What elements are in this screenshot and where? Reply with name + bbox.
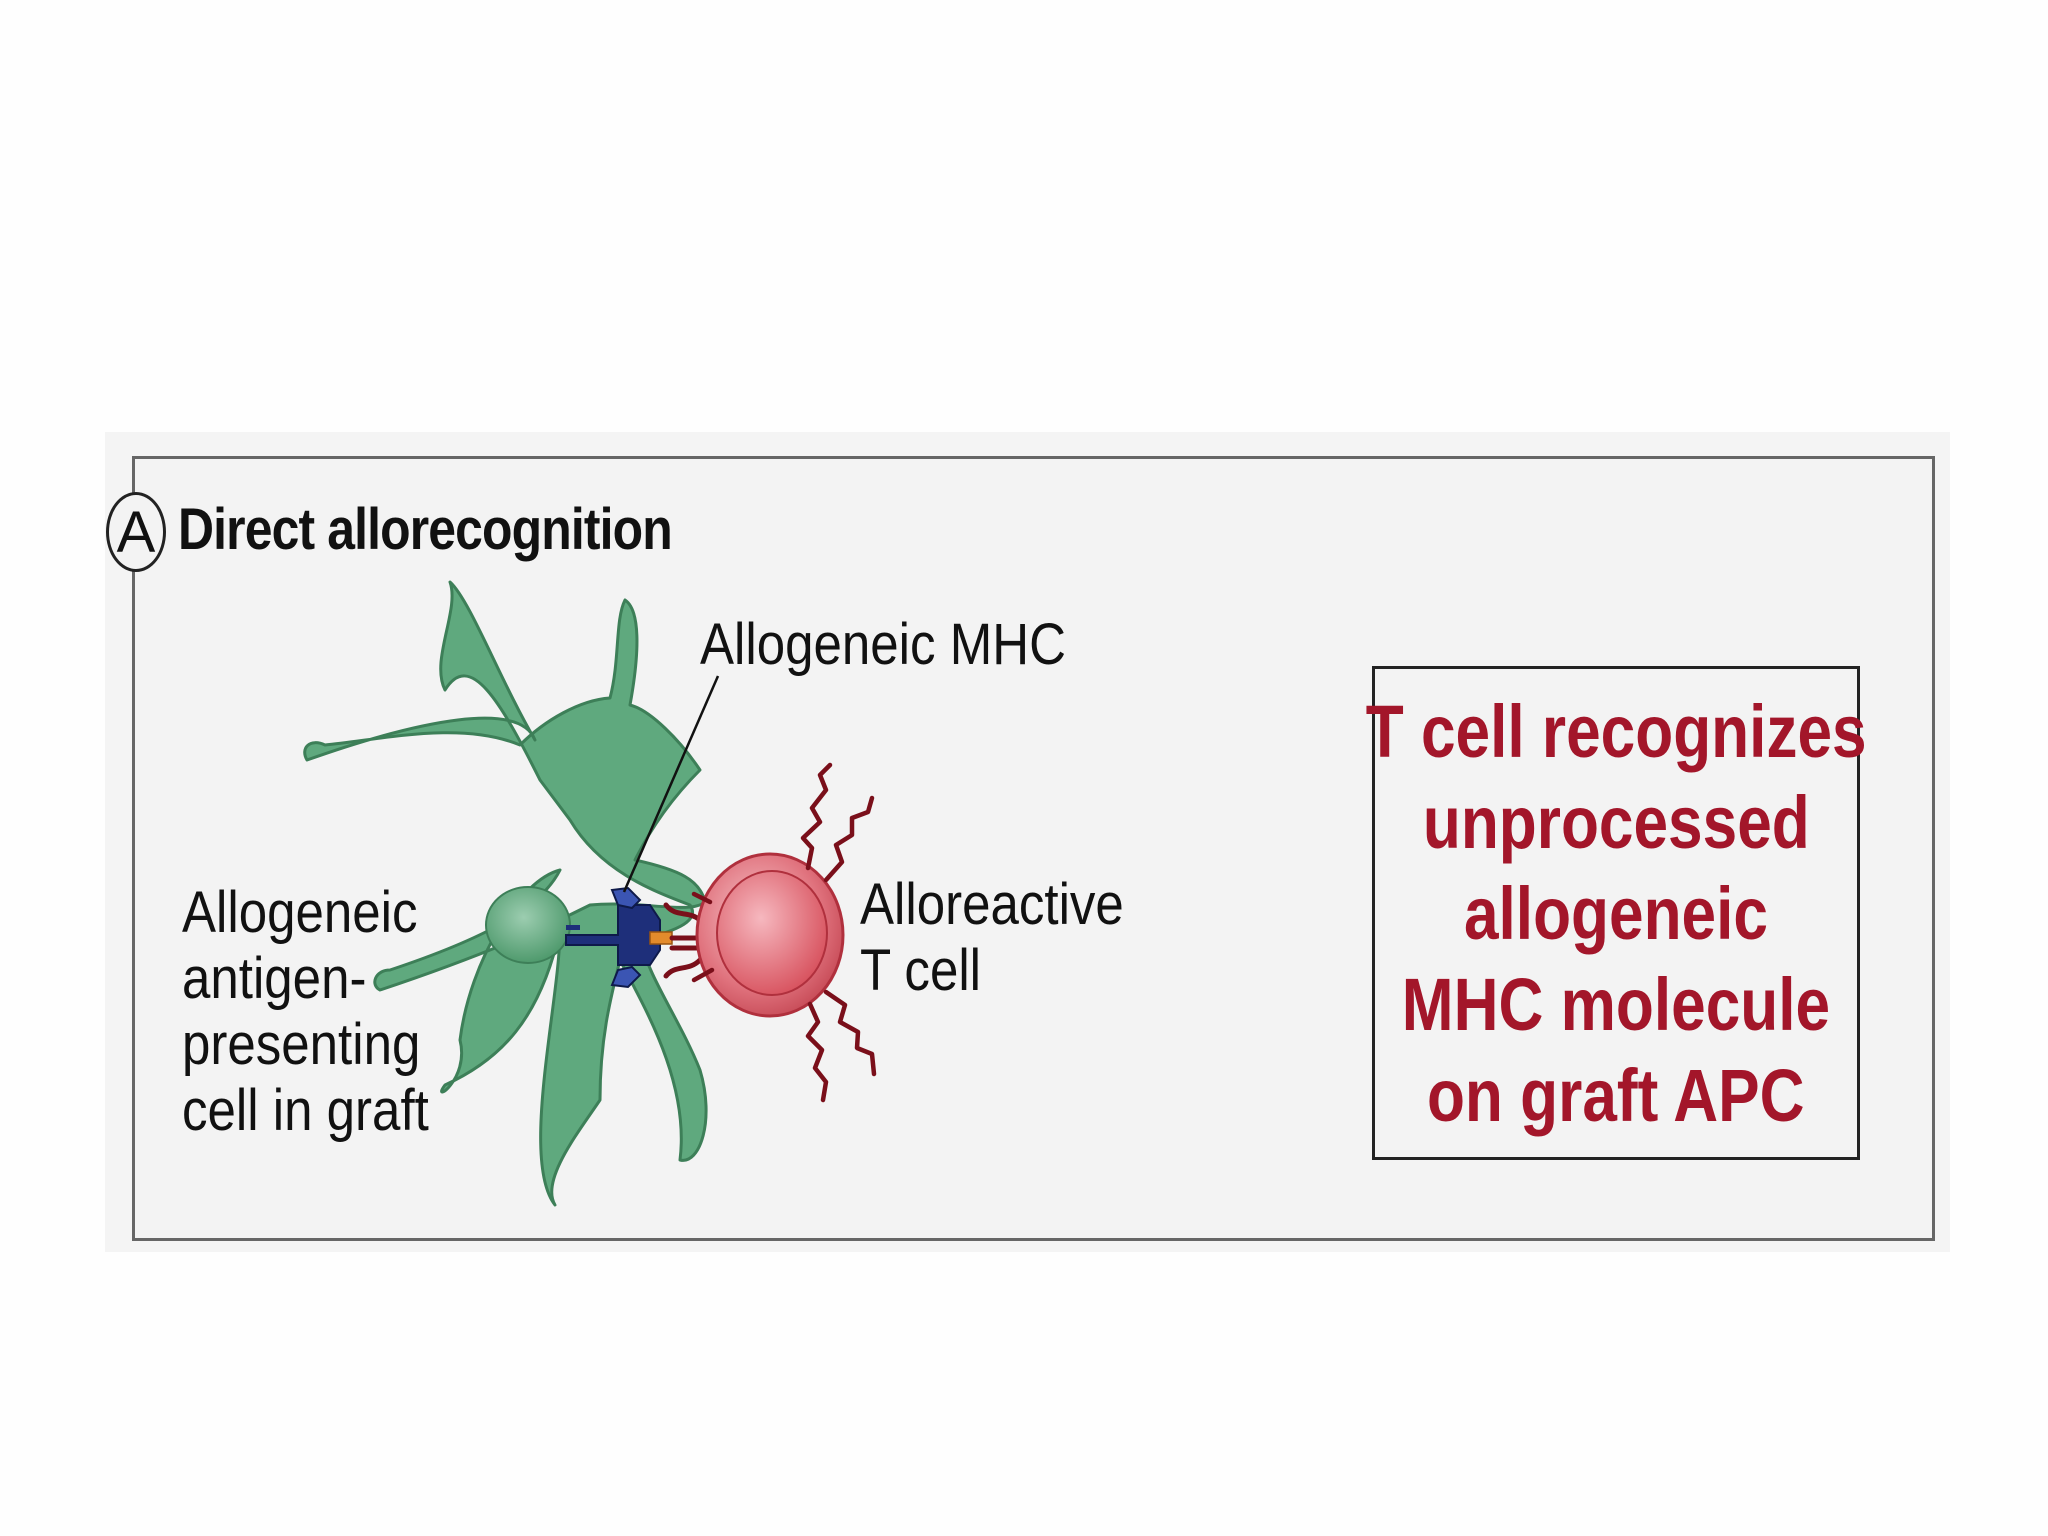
apc-label: Allogeneic antigen- presenting cell in g…	[182, 880, 429, 1144]
callout-line: unprocessed	[1422, 780, 1810, 864]
t-cell-label: Alloreactive T cell	[860, 872, 1124, 1004]
t-cell-label-line: T cell	[860, 938, 982, 1003]
panel-title: Direct allorecognition	[178, 497, 673, 562]
apc-label-line: antigen-	[182, 946, 367, 1011]
callout-box: T cell recognizes unprocessed allogeneic…	[1366, 666, 1866, 1160]
panel-label-badge: A	[106, 492, 166, 572]
mhc-leader-line	[622, 675, 720, 893]
dendritic-cell-icon	[303, 580, 708, 1207]
t-cell-icon	[691, 762, 877, 1103]
allogeneic-mhc-label: Allogeneic MHC	[700, 612, 1066, 677]
apc-label-line: cell in graft	[182, 1078, 429, 1143]
callout-line: T cell recognizes	[1365, 689, 1867, 773]
callout-line: on graft APC	[1427, 1053, 1805, 1137]
peptide-icon	[649, 931, 673, 945]
callout-line: MHC molecule	[1401, 962, 1831, 1046]
apc-label-line: presenting	[182, 1012, 421, 1077]
t-cell-label-line: Alloreactive	[860, 872, 1124, 937]
callout-line: allogeneic	[1463, 871, 1769, 955]
apc-label-line: Allogeneic	[182, 880, 418, 945]
